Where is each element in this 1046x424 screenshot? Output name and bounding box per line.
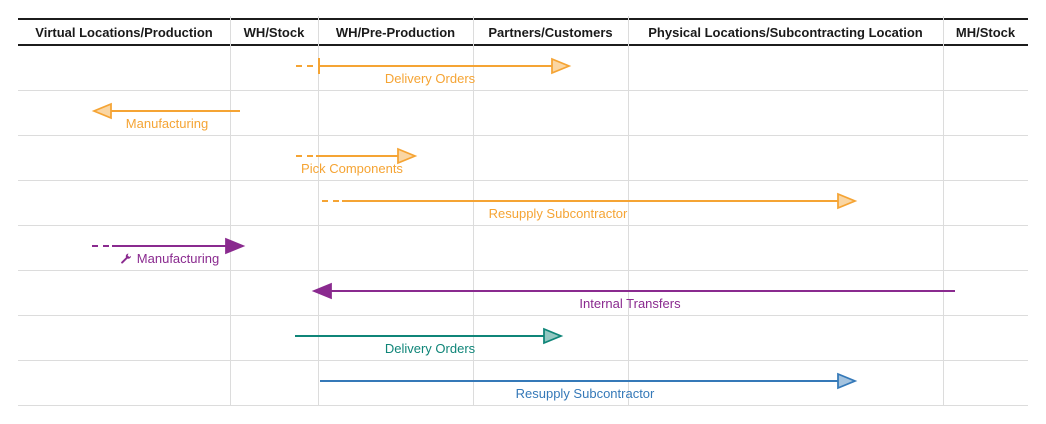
arrowhead-left-icon — [91, 102, 112, 120]
right-arrow — [295, 327, 564, 345]
arrowhead-right-icon — [837, 372, 858, 390]
route-label: Manufacturing — [125, 116, 209, 131]
route-label: Pick Components — [301, 161, 403, 176]
route-label: Delivery Orders — [384, 71, 476, 86]
right-arrow — [320, 372, 858, 390]
route-row-delivery-orders-teal: Delivery Orders — [18, 316, 1028, 361]
column-header-wh-pre-production: WH/Pre-Production — [335, 24, 456, 40]
column-header-mh-stock: MH/Stock — [955, 24, 1016, 40]
arrowhead-left-icon — [311, 282, 332, 300]
column-divider — [628, 16, 629, 406]
table-body: Delivery Orders Manufacturing Pick Compo… — [18, 16, 1028, 406]
route-label: Resupply Subcontractor — [515, 386, 655, 401]
column-header-physical-locations-subcontracting: Physical Locations/Subcontracting Locati… — [648, 24, 923, 40]
route-label: Manufacturing — [121, 251, 219, 266]
arrowhead-right-icon — [837, 192, 858, 210]
left-arrow — [311, 282, 955, 300]
route-label: Resupply Subcontractor — [488, 206, 628, 221]
column-divider — [318, 16, 319, 406]
route-row-resupply-subcontractor-blue: Resupply Subcontractor — [18, 361, 1028, 406]
arrowhead-right-icon — [543, 327, 564, 345]
arrowhead-right-icon — [551, 57, 572, 75]
right-arrow — [296, 147, 418, 165]
column-header-virtual-locations-production: Virtual Locations/Production — [35, 24, 213, 40]
routes-table: Virtual Locations/Production WH/Stock WH… — [18, 16, 1028, 406]
right-arrow — [296, 57, 572, 75]
right-arrow — [92, 237, 246, 255]
route-label: Internal Transfers — [579, 296, 681, 311]
column-header-wh-stock: WH/Stock — [243, 24, 305, 40]
route-row-resupply-subcontractor-orange: Resupply Subcontractor — [18, 181, 1028, 226]
route-label: Delivery Orders — [384, 341, 476, 356]
table-header: Virtual Locations/Production WH/Stock WH… — [18, 18, 1028, 46]
route-row-manufacturing-purple: Manufacturing — [18, 226, 1028, 271]
route-row-manufacturing-orange: Manufacturing — [18, 91, 1028, 136]
column-divider — [230, 16, 231, 406]
arrowhead-right-icon — [397, 147, 418, 165]
arrowhead-right-icon — [225, 237, 246, 255]
left-arrow — [91, 102, 240, 120]
wrench-icon — [121, 253, 131, 264]
right-arrow — [322, 192, 858, 210]
route-row-internal-transfers: Internal Transfers — [18, 271, 1028, 316]
route-row-delivery-orders-orange: Delivery Orders — [18, 46, 1028, 91]
route-row-pick-components: Pick Components — [18, 136, 1028, 181]
column-divider — [943, 16, 944, 406]
column-divider — [473, 16, 474, 406]
column-header-partners-customers: Partners/Customers — [488, 24, 613, 40]
